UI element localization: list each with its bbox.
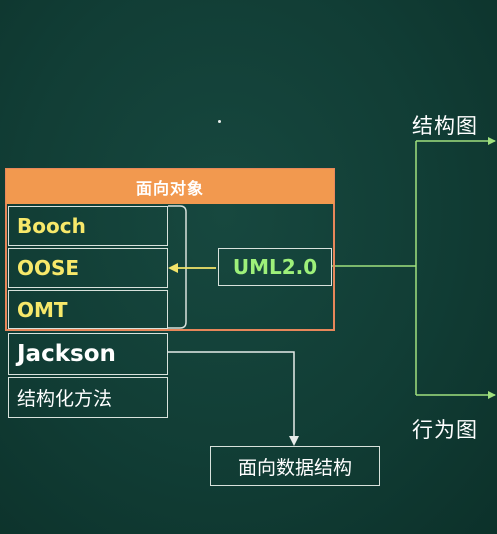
chalk-dot <box>218 120 221 123</box>
grouping-brace <box>168 205 187 329</box>
method-structured: 结构化方法 <box>8 377 168 418</box>
method-jackson: Jackson <box>8 333 168 375</box>
data-structure-oriented-box: 面向数据结构 <box>210 446 380 486</box>
method-omt: OMT <box>8 290 168 329</box>
method-oose: OOSE <box>8 248 168 288</box>
method-booch: Booch <box>8 206 168 246</box>
object-oriented-header: 面向对象 <box>6 169 334 204</box>
uml-box: UML2.0 <box>218 248 332 286</box>
structure-diagram-label: 结构图 <box>412 114 478 138</box>
jackson-to-data-structure-arrow <box>168 351 299 446</box>
behavior-diagram-label: 行为图 <box>412 418 478 442</box>
